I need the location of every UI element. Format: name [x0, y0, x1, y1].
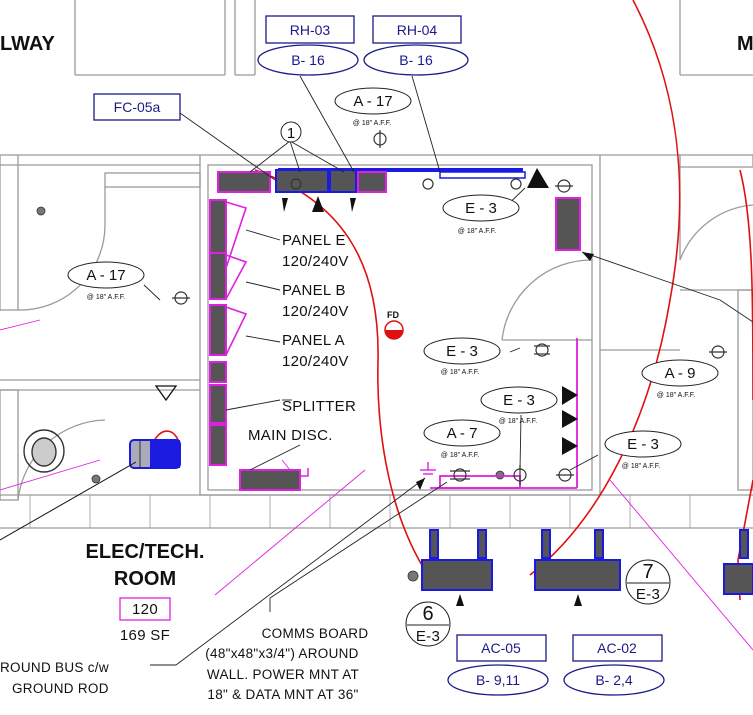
panel-board-column — [209, 199, 248, 466]
keynote-1-bubble — [280, 121, 302, 143]
tag-fc05a: FC-05a — [114, 99, 161, 115]
aff-a9: @ 18" A.F.F. — [657, 392, 695, 399]
keynote-1: 1 — [287, 125, 295, 142]
ground-note-line2: GROUND ROD — [12, 681, 109, 696]
ac-unit-05 — [421, 529, 493, 591]
aff-a7: @ 18" A.F.F. — [441, 452, 479, 459]
leader-lines — [143, 75, 753, 666]
panel-e-voltage: 120/240V — [282, 253, 349, 270]
panel-a-label: PANEL A — [282, 332, 345, 349]
hallway-right-label: M — [737, 33, 753, 55]
room-number-box — [119, 597, 171, 621]
circuit-a17-left: A - 17 — [86, 267, 125, 284]
fire-damper-label: FD — [387, 310, 399, 320]
circuit-ovals — [67, 87, 719, 458]
panel-a-voltage: 120/240V — [282, 353, 349, 370]
detail-bubble-6 — [405, 601, 451, 647]
tag-rh03-circuit: B- 16 — [291, 52, 325, 68]
circuit-a7: A - 7 — [447, 425, 478, 442]
panel-b-voltage: 120/240V — [282, 303, 349, 320]
tag-ac05-circuit: B- 9,11 — [476, 672, 520, 688]
main-disconnect — [239, 468, 309, 491]
circuit-e3-far: E - 3 — [627, 436, 659, 453]
tag-rh03: RH-03 — [290, 22, 331, 38]
main-disc-label: MAIN DISC. — [248, 427, 333, 444]
comms-note-line4: 18" & DATA MNT AT 36" — [207, 687, 358, 702]
triangle-marker-icon — [154, 385, 178, 402]
magenta-reference-lines — [0, 319, 753, 651]
detail-7-number: 7 — [642, 561, 653, 583]
circuit-a9: A - 9 — [665, 365, 696, 382]
equipment-tags — [93, 15, 665, 696]
ground-bus-icon — [420, 462, 436, 475]
comms-note-line2: (48"x48"x3/4") AROUND — [205, 646, 358, 661]
detail-bubble-7 — [625, 559, 671, 605]
circuit-e3-top: E - 3 — [465, 200, 497, 217]
red-cable-routes — [149, 0, 753, 601]
comms-note-line1: COMMS BOARD — [262, 626, 369, 641]
pump-unit — [129, 439, 181, 469]
detail-6-sheet: E-3 — [416, 628, 440, 645]
circuit-e3-small: E - 3 — [503, 392, 535, 409]
ground-note-line1: ROUND BUS c/w — [0, 660, 109, 675]
splitter-label: SPLITTER — [282, 398, 356, 415]
pump-leader — [0, 461, 137, 541]
room-name-line1: ELEC/TECH. — [86, 541, 205, 563]
misc-fixtures — [36, 206, 505, 582]
wall-mounted-equipment — [555, 197, 581, 251]
aff-e3-top: @ 18" A.F.F. — [458, 228, 496, 235]
arrowheads — [416, 252, 594, 490]
detail-6-number: 6 — [422, 603, 433, 625]
panel-e-label: PANEL E — [282, 232, 346, 249]
detail-7-sheet: E-3 — [636, 586, 660, 603]
circuit-a17-top: A - 17 — [353, 93, 392, 110]
top-equipment-row — [217, 168, 526, 193]
aff-e3-mid: @ 18" A.F.F. — [441, 369, 479, 376]
aff-e3-small: @ 18" A.F.F. — [499, 418, 537, 425]
room-number: 120 — [132, 601, 158, 618]
aff-a17-left: @ 18" A.F.F. — [87, 294, 125, 301]
hallway-left-label: LWAY — [0, 33, 55, 55]
aff-e3-far: @ 18" A.F.F. — [622, 463, 660, 470]
tag-ac02-circuit: B- 2,4 — [595, 672, 633, 688]
data-outlet-triangles — [527, 168, 578, 455]
comms-note-line3: WALL. POWER MNT AT — [207, 667, 359, 682]
panel-b-label: PANEL B — [282, 282, 346, 299]
ac-unit-02 — [534, 529, 621, 591]
floor-drain-icon — [23, 429, 65, 473]
sensor-glyphs — [282, 196, 582, 606]
receptacle-symbols — [172, 130, 727, 485]
tag-ac05: AC-05 — [481, 640, 521, 656]
aff-a17-top: @ 18" A.F.F. — [353, 120, 391, 127]
fire-damper-icon — [384, 320, 404, 340]
circuit-e3-mid: E - 3 — [446, 343, 478, 360]
room-area: 169 SF — [120, 627, 170, 644]
room-name-line2: ROOM — [114, 568, 176, 590]
tag-rh04-circuit: B- 16 — [399, 52, 433, 68]
tag-ac02: AC-02 — [597, 640, 637, 656]
tag-rh04: RH-04 — [397, 22, 438, 38]
ac-unit-right — [723, 529, 753, 595]
